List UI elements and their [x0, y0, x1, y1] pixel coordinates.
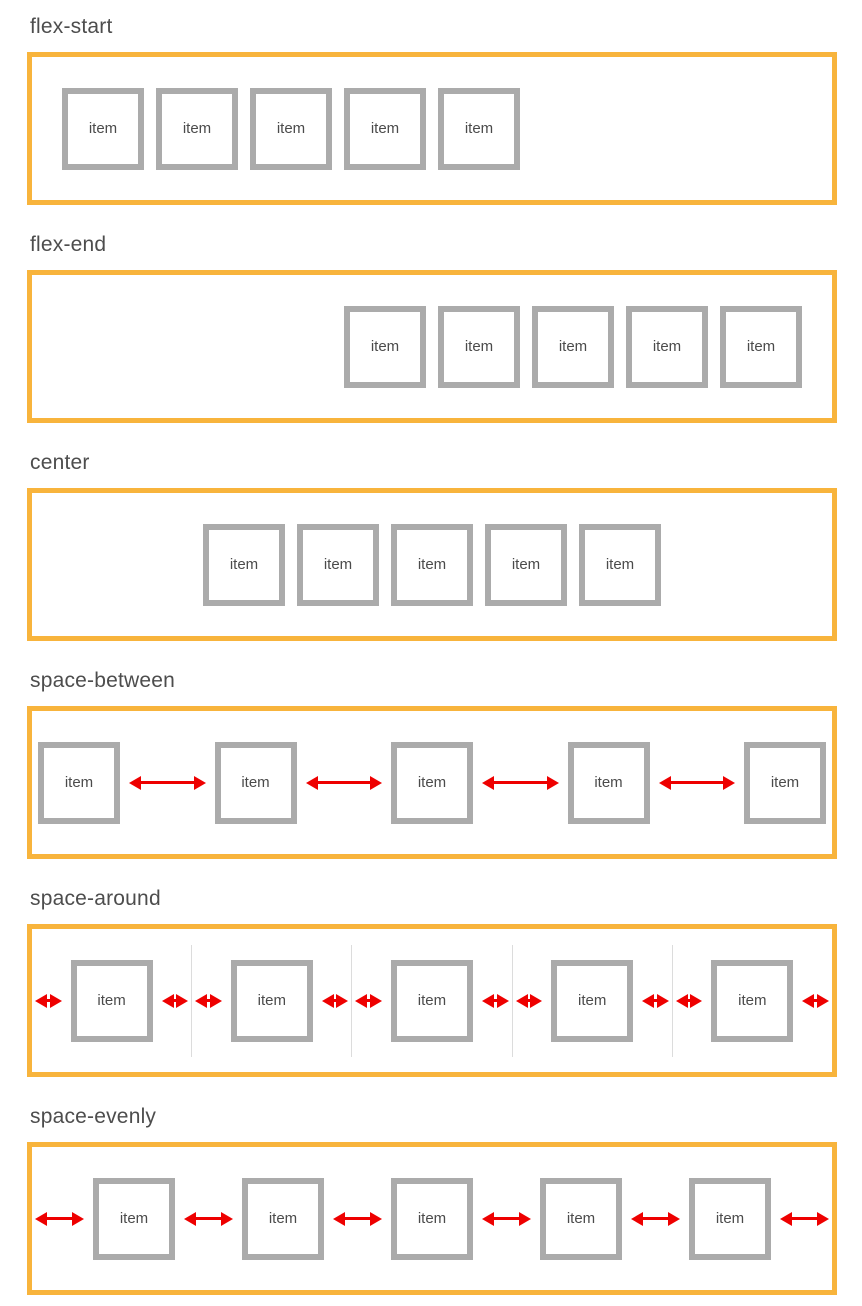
- flex-item: item: [156, 87, 238, 170]
- section-label-space-evenly: space-evenly: [30, 1105, 157, 1128]
- section-flex-end: flex-end item item item item item: [27, 231, 837, 423]
- section-label-space-around: space-around: [30, 887, 161, 910]
- gap-divider-line: [511, 944, 513, 1057]
- double-arrow-icon: [802, 993, 829, 1008]
- flex-item: item: [438, 87, 520, 170]
- flex-item: item: [720, 305, 802, 388]
- flex-item: item: [711, 959, 794, 1042]
- section-space-between: space-between item item item item item: [27, 667, 837, 859]
- double-arrow-icon: [515, 993, 543, 1008]
- flex-item: item: [214, 741, 297, 824]
- double-arrow-icon: [631, 1211, 680, 1226]
- section-label-flex-start: flex-start: [30, 15, 113, 38]
- double-arrow-icon: [305, 775, 382, 790]
- flex-container-center: item item item item item: [27, 488, 837, 641]
- flex-item: item: [297, 523, 379, 606]
- double-arrow-icon: [161, 993, 189, 1008]
- flex-item: item: [744, 741, 826, 824]
- flex-item: item: [93, 1177, 175, 1260]
- double-arrow-icon: [35, 1211, 84, 1226]
- section-flex-start: flex-start item item item item item: [27, 13, 837, 205]
- flex-container-space-between: item item item item item: [27, 706, 837, 859]
- flex-container-space-evenly: item item item item item: [27, 1142, 837, 1295]
- flex-item: item: [540, 1177, 622, 1260]
- flex-container-flex-end: item item item item item: [27, 270, 837, 423]
- gap-divider-line: [351, 944, 353, 1057]
- flex-item: item: [391, 1177, 473, 1260]
- double-arrow-icon: [482, 1211, 531, 1226]
- flex-item: item: [203, 523, 285, 606]
- section-label-center: center: [30, 451, 90, 474]
- flex-item: item: [230, 959, 313, 1042]
- double-arrow-icon: [481, 993, 509, 1008]
- section-center: center item item item item item: [27, 449, 837, 641]
- flex-item: item: [485, 523, 567, 606]
- gap-divider-line: [191, 944, 193, 1057]
- double-arrow-icon: [355, 993, 382, 1008]
- flex-item: item: [391, 741, 473, 824]
- flex-item: item: [70, 959, 153, 1042]
- double-arrow-icon: [321, 993, 349, 1008]
- flex-item: item: [250, 87, 332, 170]
- double-arrow-icon: [195, 993, 222, 1008]
- flex-item: item: [390, 959, 473, 1042]
- flex-item: item: [567, 741, 650, 824]
- flex-item: item: [391, 523, 473, 606]
- flex-item: item: [344, 87, 426, 170]
- flex-item: item: [242, 1177, 324, 1260]
- flex-item: item: [626, 305, 708, 388]
- gap-divider-line: [671, 944, 673, 1057]
- flex-container-flex-start: item item item item item: [27, 52, 837, 205]
- flex-item: item: [38, 741, 120, 824]
- flex-item: item: [579, 523, 661, 606]
- flex-item: item: [438, 305, 520, 388]
- flex-item: item: [62, 87, 144, 170]
- double-arrow-icon: [658, 775, 735, 790]
- section-label-flex-end: flex-end: [30, 233, 107, 256]
- section-space-evenly: space-evenly item item item item item: [27, 1103, 837, 1295]
- double-arrow-icon: [333, 1211, 382, 1226]
- flex-container-space-around: item item item item item: [27, 924, 837, 1077]
- section-label-space-between: space-between: [30, 669, 176, 692]
- flex-item: item: [344, 305, 426, 388]
- double-arrow-icon: [780, 1211, 829, 1226]
- double-arrow-icon: [642, 993, 669, 1008]
- double-arrow-icon: [482, 775, 559, 790]
- double-arrow-icon: [675, 993, 703, 1008]
- flex-item: item: [532, 305, 614, 388]
- double-arrow-icon: [35, 993, 62, 1008]
- double-arrow-icon: [129, 775, 206, 790]
- section-space-around: space-around item item item item item: [27, 885, 837, 1077]
- flex-item: item: [551, 959, 634, 1042]
- flex-item: item: [689, 1177, 771, 1260]
- double-arrow-icon: [184, 1211, 233, 1226]
